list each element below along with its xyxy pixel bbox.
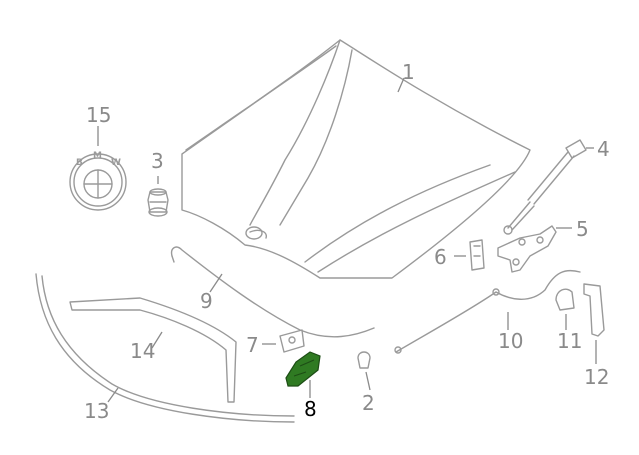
release-handle <box>555 288 575 311</box>
bmw-emblem: B M W <box>69 151 127 211</box>
release-cable-rear <box>394 269 581 354</box>
lock-bracket <box>279 329 305 353</box>
callout-14: 14 <box>130 339 155 363</box>
seal-strip <box>69 297 237 403</box>
callout-3: 3 <box>151 149 164 173</box>
bracket <box>469 239 485 271</box>
long-seal <box>35 273 295 423</box>
gas-strut <box>503 139 587 235</box>
callout-8: 8 <box>304 397 317 421</box>
release-cable-front <box>170 246 375 338</box>
callout-2: 2 <box>362 391 375 415</box>
callout-13: 13 <box>84 399 109 423</box>
handle-cover <box>583 283 605 337</box>
callout-10: 10 <box>498 329 523 353</box>
callout-6: 6 <box>434 245 447 269</box>
callout-12: 12 <box>584 365 609 389</box>
emblem-letter-b: B <box>76 158 83 168</box>
hood-catch <box>357 351 371 369</box>
leader-lines <box>97 77 597 403</box>
emblem-letter-w: W <box>111 158 121 168</box>
callout-7: 7 <box>246 333 259 357</box>
callouts: 1 2 3 4 5 6 7 8 9 10 11 12 13 14 15 <box>84 60 610 423</box>
callout-1: 1 <box>402 60 415 84</box>
hood-hinge <box>497 225 557 273</box>
rubber-buffer <box>147 188 169 217</box>
hood <box>181 39 531 279</box>
callout-4: 4 <box>597 137 610 161</box>
callout-11: 11 <box>557 329 582 353</box>
hood-lock-highlighted <box>285 351 321 387</box>
emblem-letter-m: M <box>93 151 102 161</box>
callout-9: 9 <box>200 289 213 313</box>
callout-15: 15 <box>86 103 111 127</box>
callout-5: 5 <box>576 217 589 241</box>
